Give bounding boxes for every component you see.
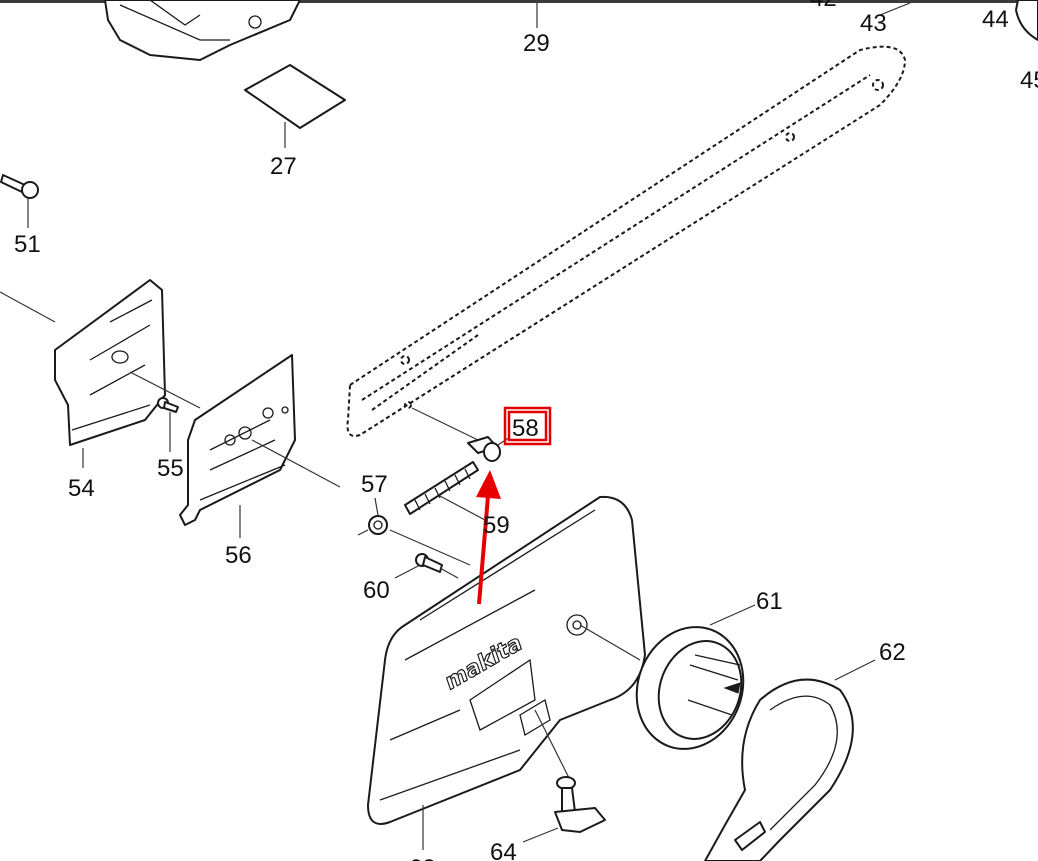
label-63: 63	[409, 855, 436, 861]
part-51-screw	[0, 174, 39, 199]
part-63-sprocket-cover: makita	[367, 495, 646, 825]
part-62-ring	[704, 678, 854, 861]
part-number-labels: 27 29 42 43 44 45 51 54 55 56 57 58 59 6…	[14, 0, 1038, 861]
guide-bar-phantom	[346, 45, 907, 437]
top-border	[0, 0, 1038, 3]
label-62: 62	[879, 639, 906, 666]
label-44: 44	[982, 6, 1009, 33]
label-51: 51	[14, 231, 41, 258]
label-55: 55	[157, 455, 184, 482]
label-54: 54	[68, 475, 95, 502]
part-60-bolt	[415, 553, 443, 573]
part-61-knob	[635, 626, 745, 750]
part-45-fragment	[1015, 0, 1038, 41]
part-55-screw	[157, 397, 179, 413]
label-29: 29	[523, 30, 550, 57]
label-56: 56	[225, 542, 252, 569]
part-64-wing-bolt	[554, 776, 606, 833]
part-59-screw-rod	[404, 461, 479, 515]
part-27-sheet	[244, 64, 346, 129]
part-54-side-plate	[54, 279, 166, 446]
label-61: 61	[756, 588, 783, 615]
callout-arrow	[476, 470, 501, 605]
label-60: 60	[363, 577, 390, 604]
part-58-highlight-box	[503, 406, 552, 446]
label-42: 42	[810, 0, 837, 12]
part-57-nut	[368, 515, 388, 535]
part-29-housing	[104, 0, 301, 61]
label-27: 27	[270, 153, 297, 180]
part-56-inner-plate	[179, 354, 296, 526]
label-43: 43	[860, 10, 887, 37]
label-57: 57	[361, 471, 388, 498]
label-59: 59	[483, 512, 510, 539]
label-58: 58	[512, 415, 539, 442]
label-64: 64	[490, 839, 517, 861]
label-45: 45	[1020, 67, 1038, 94]
part-58-adjusting-pin	[467, 436, 501, 462]
